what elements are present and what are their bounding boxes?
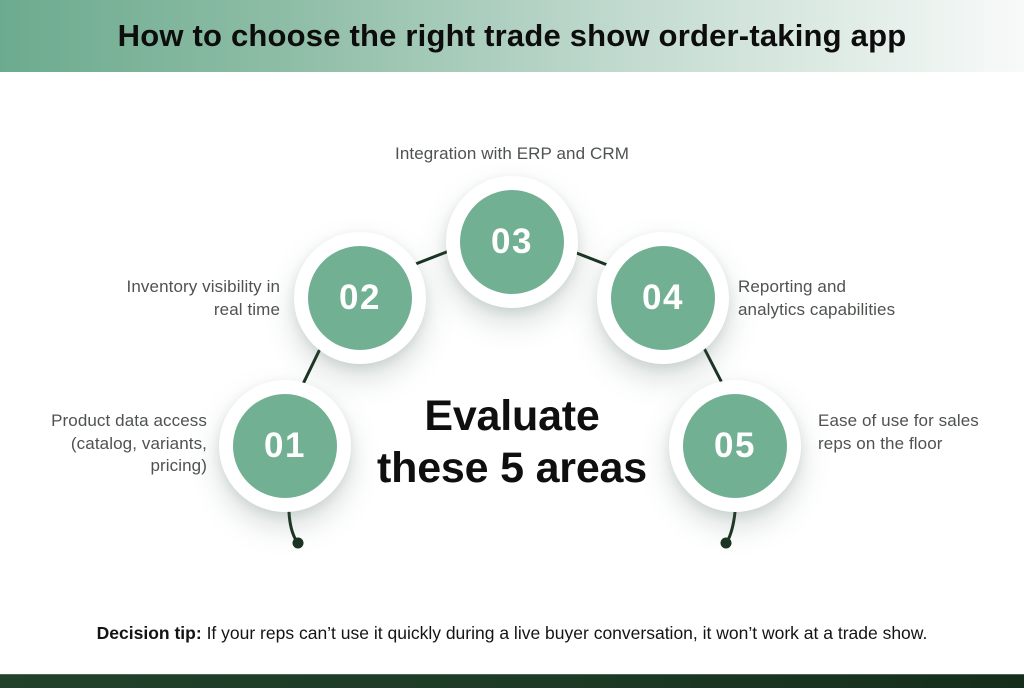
connector-line-03-04 <box>572 250 612 268</box>
endpoint-dot-right <box>720 537 732 549</box>
step-label-02-line1: Inventory visibility in <box>126 277 280 296</box>
step-label-04-line2: analytics capabilities <box>738 299 896 319</box>
step-label-01-line1: Product data access <box>51 411 207 430</box>
connector-tail-right <box>725 510 737 544</box>
step-number-05: 05 <box>714 426 756 465</box>
step-label-03-line1: Integration with ERP and CRM <box>395 144 629 163</box>
step-node-01: 01 <box>219 380 351 512</box>
step-circle-04: 04 <box>611 246 715 350</box>
step-label-01-line3: pricing) <box>150 456 207 475</box>
step-number-04: 04 <box>642 278 684 317</box>
center-heading-line1: Evaluate <box>424 392 600 440</box>
step-node-04: 04 <box>597 232 729 364</box>
step-number-03: 03 <box>491 222 533 261</box>
step-circle-05: 05 <box>683 394 787 498</box>
connector-line-04-05 <box>702 346 723 383</box>
step-node-02: 02 <box>294 232 426 364</box>
center-heading-line2: these 5 areas <box>377 444 647 492</box>
step-label-01: Product data access (catalog, variants, … <box>51 410 207 478</box>
footer-bar <box>0 674 1024 688</box>
step-circle-02: 02 <box>308 246 412 350</box>
connector-line-01-02 <box>301 349 321 386</box>
step-label-05-line2: reps on the floor <box>818 433 943 453</box>
endpoint-dot-left <box>292 537 304 549</box>
step-label-05: Ease of use for sales reps on the floor <box>818 410 979 455</box>
step-label-05-line1: Ease of use for sales <box>818 411 979 430</box>
connector-line-02-03 <box>411 249 451 267</box>
step-circle-01: 01 <box>233 394 337 498</box>
page-title: How to choose the right trade show order… <box>117 18 907 53</box>
step-label-04: Reporting and analytics capabilities <box>738 276 895 321</box>
step-label-02-line2: real time <box>213 299 280 319</box>
step-number-01: 01 <box>264 426 306 465</box>
decision-tip-text: If your reps can’t use it quickly during… <box>206 623 928 643</box>
step-label-01-line2: (catalog, variants, <box>70 433 207 453</box>
step-label-02: Inventory visibility in real time <box>127 276 280 321</box>
step-node-03: 03 <box>446 176 578 308</box>
center-heading: Evaluate these 5 areas <box>0 390 1024 494</box>
step-label-04-line1: Reporting and <box>738 277 847 296</box>
decision-tip-label: Decision tip: <box>96 623 202 643</box>
step-label-03: Integration with ERP and CRM <box>0 143 1024 166</box>
step-number-02: 02 <box>339 278 381 317</box>
decision-tip: Decision tip: If your reps can’t use it … <box>0 623 1024 644</box>
step-circle-03: 03 <box>460 190 564 294</box>
connector-tail-left <box>287 510 299 544</box>
step-node-05: 05 <box>669 380 801 512</box>
header-bar: How to choose the right trade show order… <box>0 0 1024 72</box>
